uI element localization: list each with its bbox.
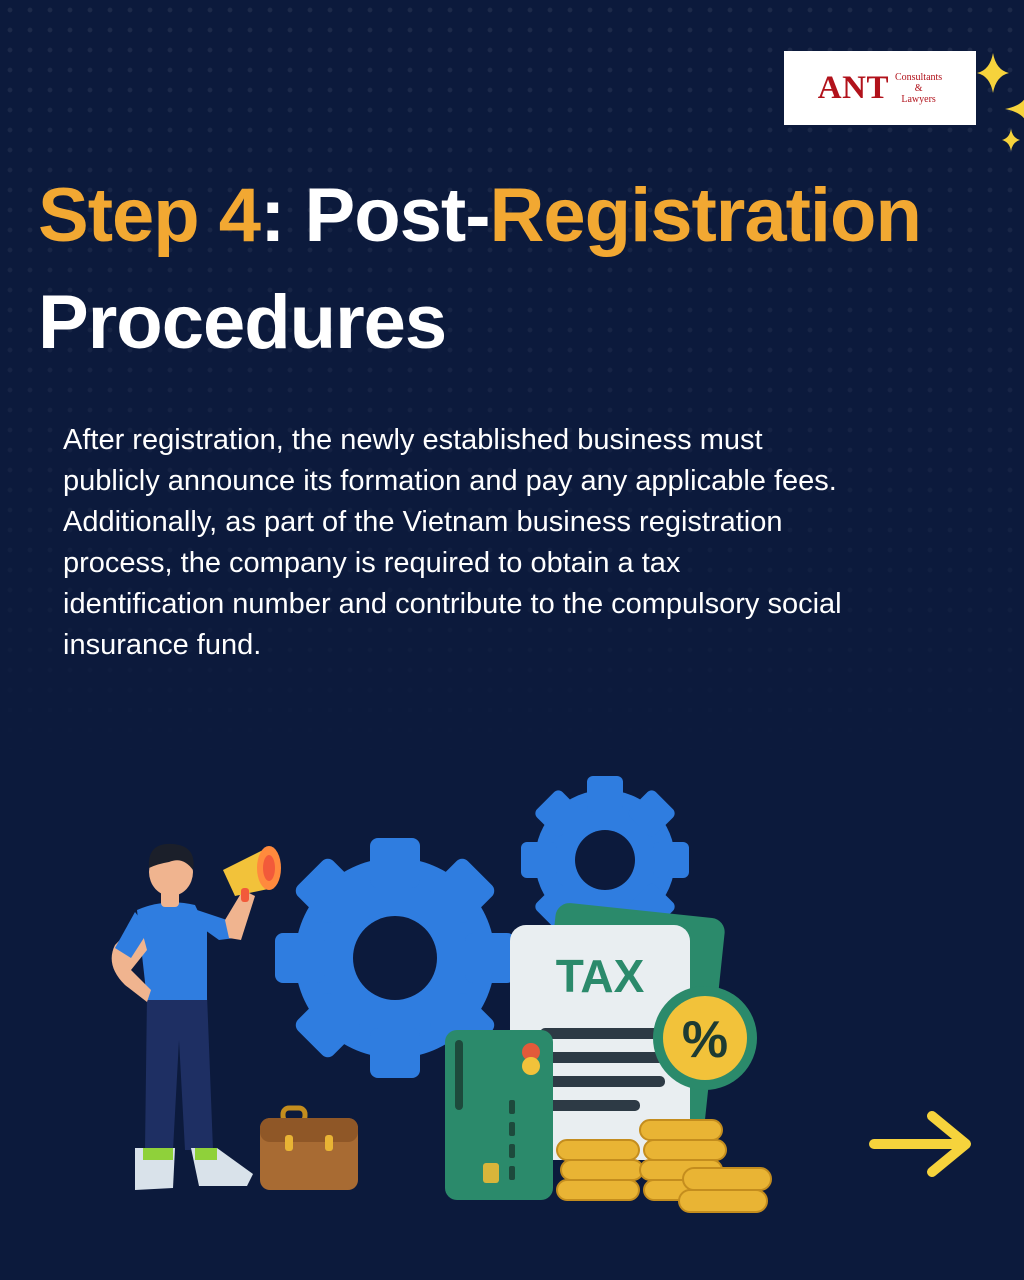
logo-subtitle: Consultants & Lawyers (895, 72, 942, 105)
sparkle-icon (977, 53, 1024, 151)
briefcase-icon (260, 1105, 358, 1190)
dot-pattern-background (0, 0, 1024, 800)
title-procedures: Procedures (38, 280, 447, 365)
tax-label: TAX (556, 950, 645, 1002)
body-paragraph: After registration, the newly establishe… (63, 424, 842, 661)
coin-stack-icon (556, 1119, 772, 1213)
tax-document: TAX (510, 925, 690, 1160)
title-registration: Registration (489, 173, 922, 258)
title-post: : Post- (260, 173, 490, 258)
ant-logo: ANT Consultants & Lawyers (784, 51, 976, 125)
credit-card-icon (445, 1030, 553, 1200)
page-title: Step 4: Post-Registration Procedures (38, 162, 1008, 376)
percent-label: % (682, 1011, 728, 1069)
title-step: Step 4 (38, 173, 261, 258)
logo-line-consultants: Consultants (894, 71, 943, 83)
tax-illustration: TAX % (111, 776, 772, 1213)
logo-mark: ANT (817, 69, 889, 106)
arrow-right-icon[interactable] (866, 1108, 976, 1180)
logo-line-ampersand: & (914, 82, 923, 94)
person-with-megaphone (111, 843, 281, 1190)
logo-line-lawyers: Lawyers (901, 93, 936, 105)
percent-badge-icon: % (653, 986, 757, 1090)
